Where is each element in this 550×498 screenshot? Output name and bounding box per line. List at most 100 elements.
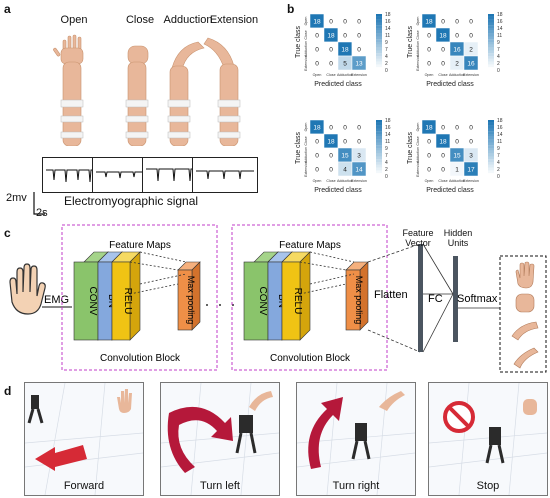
colorbar-segment — [376, 156, 382, 160]
cm-cell-value: 2 — [455, 61, 459, 68]
colorbar-segment — [488, 148, 494, 151]
cm-cell-value: 0 — [455, 33, 459, 40]
cm-cell-value: 13 — [355, 61, 363, 68]
colorbar-segment — [488, 30, 494, 34]
cm-x-tick: Close — [326, 73, 335, 77]
cm-cell-value: 0 — [455, 125, 459, 132]
cm-cell-value: 0 — [441, 125, 445, 132]
colorbar-segment — [376, 159, 382, 163]
colorbar-tick: 2 — [385, 167, 388, 173]
robot-scene-turn-right: Turn right — [296, 382, 416, 496]
convolution-block-1 — [61, 224, 218, 371]
cm-x-tick: Adduction — [449, 179, 465, 183]
cm-cell-value: 0 — [329, 167, 333, 174]
colorbar-segment — [376, 153, 382, 157]
output-gestures-box — [499, 255, 547, 373]
fc-connector — [422, 243, 454, 353]
cm-y-tick: Adduction — [304, 147, 308, 163]
colorbar-segment — [376, 122, 382, 126]
cm-cell-value: 0 — [441, 19, 445, 26]
softmax-label: Softmax — [457, 293, 498, 305]
colorbar-tick: 7 — [385, 153, 388, 159]
cm-cell — [351, 55, 367, 71]
cm-cell-value: 0 — [441, 61, 445, 68]
cm-cell — [351, 161, 367, 177]
colorbar-segment — [488, 145, 494, 149]
colorbar-tick: 18 — [497, 12, 503, 18]
robot-icon — [27, 395, 44, 424]
robot-icon — [351, 423, 371, 460]
cm-x-tick: Open — [313, 179, 322, 183]
cm-x-tick: Open — [313, 73, 322, 77]
colorbar-segment — [376, 164, 382, 168]
colorbar-segment — [488, 167, 494, 171]
colorbar-segment — [376, 120, 382, 123]
colorbar-segment — [488, 162, 494, 165]
colorbar-segment — [376, 125, 382, 129]
cm-cell-value: 0 — [441, 47, 445, 54]
gesture-label-adduction: Adduction — [163, 14, 213, 26]
colorbar-segment — [488, 36, 494, 40]
colorbar-tick: 0 — [497, 174, 500, 180]
cm-cell-value: 0 — [329, 125, 333, 132]
cm-cell-value: 18 — [327, 139, 335, 146]
cm-cell-value: 18 — [439, 33, 447, 40]
fist-icon — [523, 399, 537, 415]
robot-scene-turn-left: Turn left — [160, 382, 280, 496]
colorbar-segment — [488, 19, 494, 23]
hand-icon — [9, 263, 46, 315]
cm-cell-value: 3 — [469, 153, 473, 160]
colorbar-tick: 4 — [385, 54, 388, 60]
colorbar-segment — [488, 64, 494, 68]
panel-b-letter: b — [287, 2, 295, 16]
cm-cell-value: 0 — [315, 153, 319, 160]
colorbar-tick: 11 — [385, 139, 390, 145]
cm-cell-value: 0 — [441, 153, 445, 160]
colorbar-segment — [376, 47, 382, 51]
cm-cell-value: 0 — [343, 139, 347, 146]
cm-cell-value: 0 — [357, 19, 361, 26]
colorbar-segment — [488, 14, 494, 17]
cm-cell — [463, 161, 479, 177]
cm-y-tick: Extension — [416, 161, 420, 177]
colorbar-segment — [488, 47, 494, 51]
cm-x-tick: Extension — [463, 73, 479, 77]
maxpool-layer-2: Max pooling — [345, 261, 369, 331]
colorbar-segment — [376, 28, 382, 31]
cm-x-tick: Close — [438, 179, 447, 183]
cm-cell-value: 2 — [469, 47, 473, 54]
colorbar-segment — [376, 19, 382, 23]
colorbar-segment — [488, 44, 494, 48]
colorbar-segment — [376, 50, 382, 54]
caption-turn-left: Turn left — [200, 480, 240, 492]
cm-cell-value: 0 — [329, 61, 333, 68]
cm-y-tick: Close — [416, 30, 420, 39]
colorbar-segment — [488, 170, 494, 174]
output-fist-icon — [515, 293, 535, 313]
cm-cell-value: 0 — [357, 47, 361, 54]
pooling-connector-2 — [299, 251, 355, 295]
colorbar-segment — [376, 33, 382, 37]
maxpool-label-1: Max pooling — [186, 276, 196, 325]
cm-cell-value: 0 — [455, 139, 459, 146]
cm-cell-value: 18 — [341, 47, 349, 54]
cm-cell-value: 18 — [425, 125, 433, 132]
cm-y-tick: Close — [304, 136, 308, 145]
colorbar-segment — [488, 125, 494, 129]
emg-signal-extension — [192, 157, 258, 193]
robot-scene-forward: Forward — [24, 382, 144, 496]
colorbar-segment — [376, 14, 382, 17]
cm-cell-value: 0 — [315, 139, 319, 146]
colorbar-segment — [376, 56, 382, 59]
colorbar-segment — [488, 150, 494, 154]
cm-x-axis-label: Predicted class — [314, 81, 362, 88]
cm-x-tick: Open — [425, 73, 434, 77]
feature-vector-label: Feature Vector — [402, 228, 434, 248]
cm-cell-value: 18 — [327, 33, 335, 40]
colorbar-segment — [488, 58, 494, 62]
maxpool-layer-1: Max pooling — [177, 261, 201, 331]
cm-cell-value: 0 — [315, 167, 319, 174]
colorbar-tick: 7 — [385, 47, 388, 53]
